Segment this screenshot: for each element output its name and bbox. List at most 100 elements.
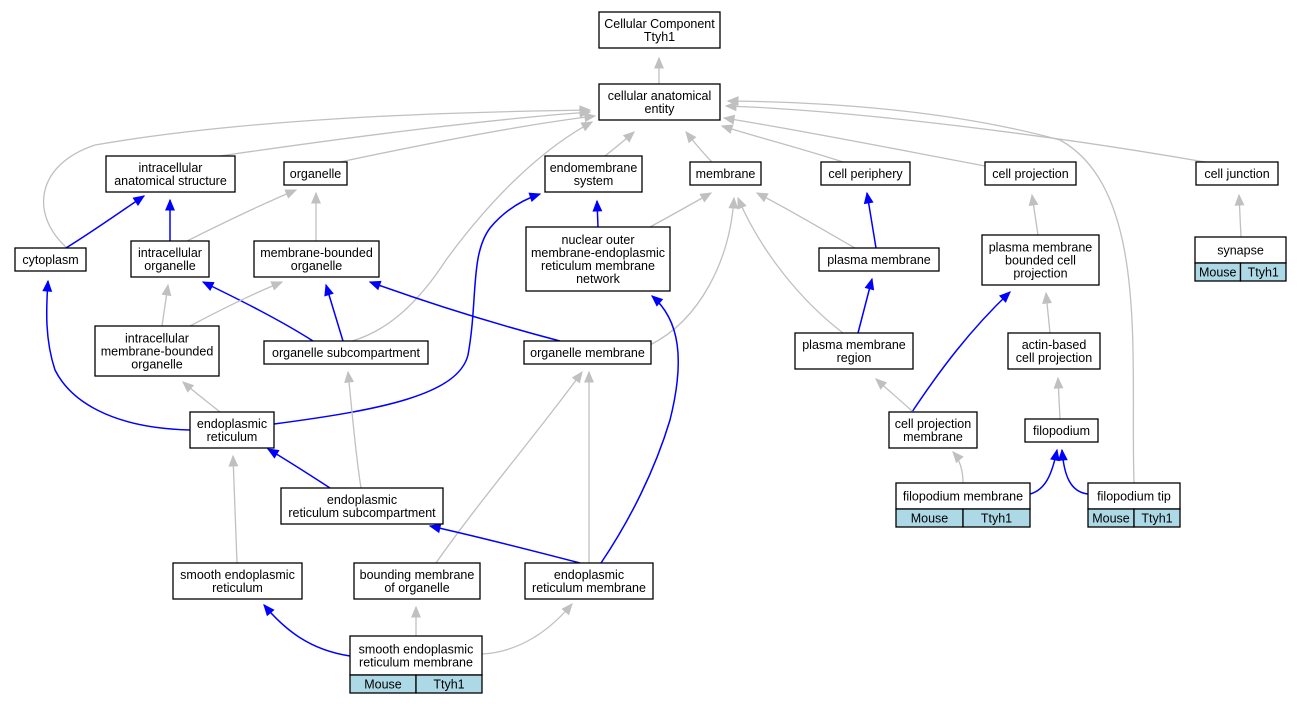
node-label: cell projection	[1016, 351, 1092, 365]
node-box	[525, 226, 671, 292]
node-label: smooth endoplasmic	[180, 568, 295, 582]
edge-er-to-endosys	[273, 192, 542, 425]
node-organelle[interactable]: organelle	[283, 161, 348, 186]
edge-filotip-to-filo	[1057, 448, 1089, 495]
node-label: projection	[1013, 267, 1067, 281]
node-box	[263, 340, 429, 365]
node-label: bounded cell	[1005, 254, 1076, 268]
node-membrane[interactable]: membrane	[689, 161, 762, 186]
node-box	[981, 234, 1100, 286]
edge-erm-to-omem	[584, 370, 594, 563]
node-osub[interactable]: organelle subcompartment	[263, 340, 429, 365]
edge-cae-to-cc	[654, 56, 664, 84]
node-label: reticulum membrane	[532, 581, 646, 595]
node-box	[524, 562, 654, 600]
node-cellproj[interactable]: cell projection	[984, 161, 1077, 186]
node-label: Cellular Component	[604, 17, 715, 31]
node-box	[1007, 332, 1101, 370]
node-box	[283, 161, 348, 186]
annotation-cell	[1133, 508, 1181, 528]
node-box	[888, 411, 978, 449]
node-label: organelle subcompartment	[272, 346, 421, 360]
annotation-gene: Ttyh1	[433, 678, 464, 692]
node-box	[598, 83, 721, 121]
node-label: cell periphery	[828, 167, 903, 181]
edge-filo-to-abcp	[1053, 376, 1064, 420]
node-label: region	[837, 351, 872, 365]
node-label: membrane-endoplasmic	[531, 246, 665, 260]
node-box	[189, 411, 275, 449]
node-label: plasma membrane	[827, 253, 931, 267]
edge-erm-to-nomer	[600, 295, 679, 564]
node-cellperiph[interactable]: cell periphery	[820, 161, 911, 186]
node-box	[1194, 236, 1287, 264]
edge-cytoplasm-to-ias	[65, 195, 146, 249]
edges-layer	[42, 56, 1245, 657]
node-label: organelle	[144, 259, 195, 273]
edge-membrane-to-cae	[685, 130, 713, 163]
node-label: filopodium	[1033, 424, 1090, 438]
node-box	[172, 562, 303, 600]
node-celljunc[interactable]: cell junction	[1195, 161, 1279, 186]
edge-abcp-to-pmbcp	[1042, 291, 1052, 334]
node-box	[280, 487, 444, 525]
node-nomer[interactable]: nuclear outermembrane-endoplasmicreticul…	[525, 226, 671, 292]
node-box	[818, 247, 940, 272]
edge-endosys-to-cae	[604, 131, 635, 157]
edge-omem-to-mbo	[368, 280, 561, 342]
node-label: reticulum membrane	[359, 656, 473, 670]
node-box	[820, 161, 911, 186]
edge-osub-to-mbo	[324, 283, 344, 342]
node-label: membrane-bounded	[260, 246, 373, 260]
edge-cellproj-to-cae	[722, 114, 986, 167]
node-label: filopodium tip	[1097, 490, 1171, 504]
node-label: synapse	[1217, 244, 1264, 258]
node-cytoplasm[interactable]: cytoplasm	[14, 247, 87, 272]
node-omem[interactable]: organelle membrane	[523, 340, 652, 365]
edge-ersub-to-osub	[344, 370, 362, 489]
node-box	[895, 482, 1031, 510]
node-box	[94, 325, 220, 377]
node-box	[598, 11, 721, 49]
node-label: of organelle	[384, 581, 449, 595]
node-label: anatomical structure	[114, 174, 227, 188]
node-filo[interactable]: filopodium	[1024, 418, 1099, 443]
node-box	[544, 155, 643, 193]
node-label: organelle	[291, 259, 342, 273]
edge-osub-to-cae	[351, 121, 594, 342]
node-label: organelle membrane	[530, 346, 645, 360]
edge-cpm-to-pmr	[875, 378, 914, 413]
edge-erm-to-ersub	[428, 523, 581, 564]
annotation-cell	[1239, 262, 1287, 282]
edge-intraorg-to-organelle	[186, 189, 298, 242]
node-pm[interactable]: plasma membrane	[818, 247, 940, 272]
edge-organelle-to-cae	[339, 112, 597, 163]
edge-mbo-to-organelle	[311, 191, 321, 241]
edge-filomem-to-cpm	[952, 451, 964, 484]
edge-cellperiph-to-cae	[720, 124, 844, 163]
node-label: membrane	[696, 167, 756, 181]
node-label: plasma membrane	[989, 241, 1093, 255]
node-label: network	[576, 272, 621, 286]
